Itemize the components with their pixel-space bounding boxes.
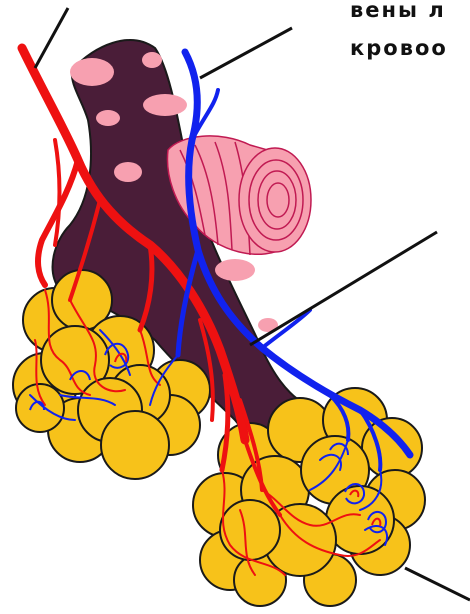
cartilage-patch xyxy=(143,94,187,116)
alveolus xyxy=(101,411,169,479)
leader-line xyxy=(35,8,68,68)
leader-line xyxy=(405,568,470,600)
cartilage-patch xyxy=(114,162,142,182)
cartilage-patch xyxy=(70,58,114,86)
cartilage-patch xyxy=(215,259,255,281)
alveolus xyxy=(220,500,280,560)
cartilage-patch xyxy=(96,110,120,126)
label-blood-fragment: кровоо xyxy=(350,38,448,59)
cartilage-patch xyxy=(142,52,162,68)
leader-line xyxy=(200,28,292,78)
alveolus xyxy=(16,384,64,432)
label-veins-fragment: вены л xyxy=(350,0,446,21)
